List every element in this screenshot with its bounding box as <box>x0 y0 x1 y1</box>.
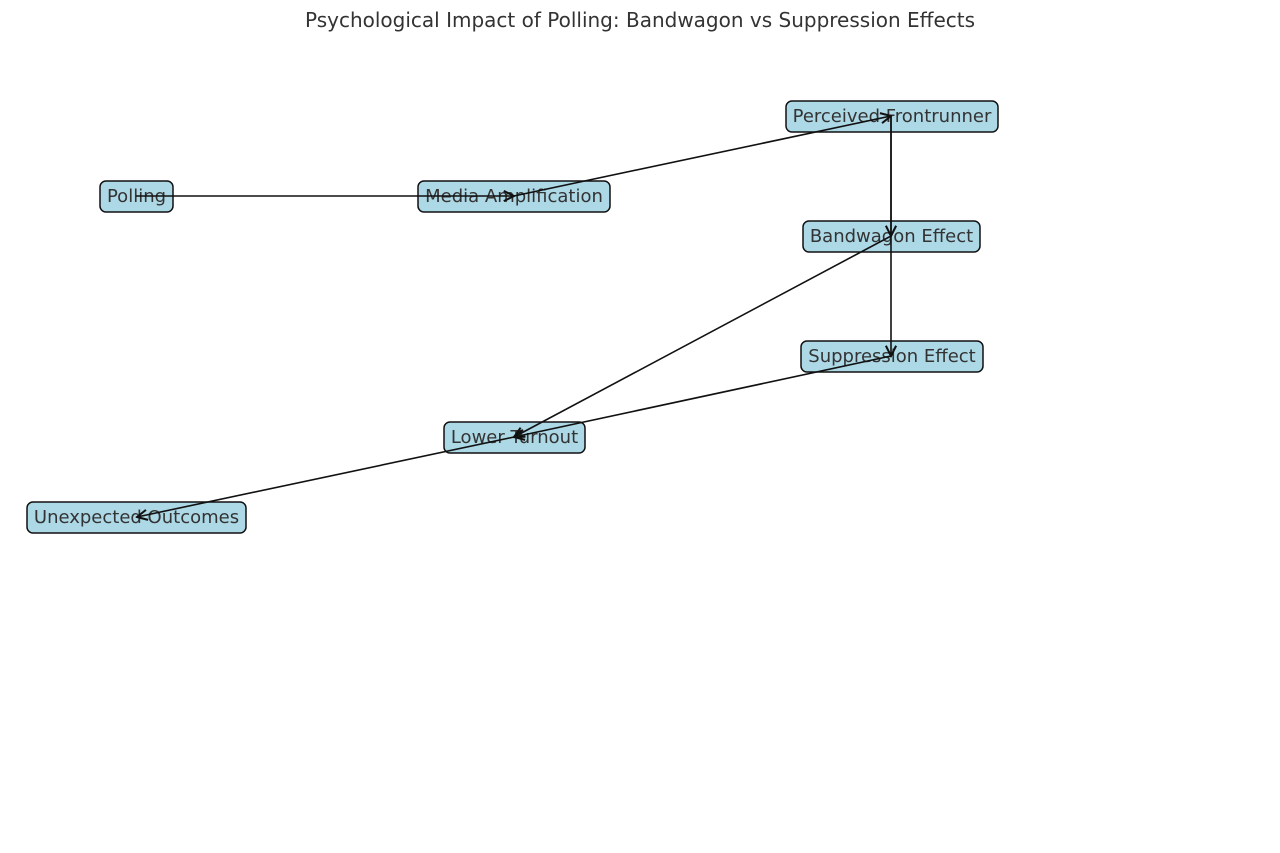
edge-media-amplification-to-perceived-frontrunner <box>513 116 891 197</box>
edges-layer <box>136 116 891 517</box>
node-unexpected-outcomes: Unexpected Outcomes <box>26 501 247 534</box>
diagram-title: Psychological Impact of Polling: Bandwag… <box>305 8 975 32</box>
node-suppression-effect: Suppression Effect <box>800 340 984 373</box>
node-perceived-frontrunner: Perceived Frontrunner <box>785 100 999 133</box>
edge-suppression-effect-to-lower-turnout <box>514 355 892 437</box>
edge-lower-turnout-to-unexpected-outcomes <box>137 436 515 517</box>
node-label: Unexpected Outcomes <box>34 507 239 528</box>
nodes-layer: Polling Media Amplification Perceived Fr… <box>26 100 999 534</box>
node-label: Suppression Effect <box>808 346 975 367</box>
node-label: Perceived Frontrunner <box>793 106 992 127</box>
edge-bandwagon-effect-to-lower-turnout <box>514 235 892 437</box>
